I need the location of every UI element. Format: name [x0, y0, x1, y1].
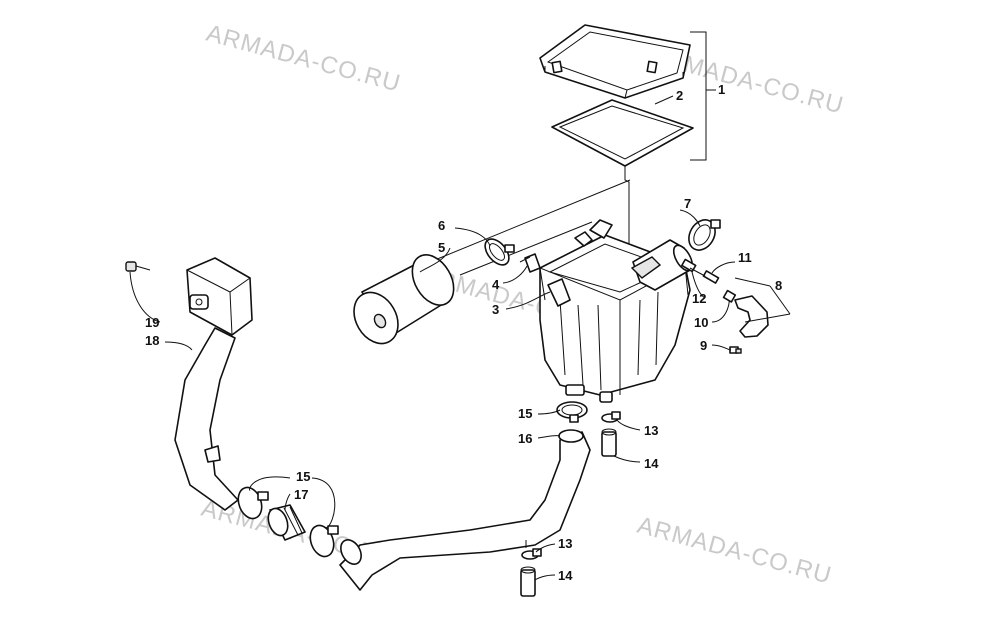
callout-8: 8: [775, 278, 782, 293]
callout-15-top: 15: [518, 406, 532, 421]
leader-4: [502, 265, 528, 284]
leader-13-upper: [616, 419, 641, 431]
hose-clamp-10: [722, 289, 737, 303]
leader-15-top: [537, 409, 561, 415]
callout-13-upper: 13: [644, 423, 658, 438]
callout-14-upper: 14: [644, 456, 659, 471]
screw-19: [125, 261, 151, 272]
leader-16: [537, 435, 561, 439]
hose-clamp-15-top: [556, 401, 588, 423]
leader-19: [129, 271, 161, 323]
bracket-1: [690, 31, 707, 161]
callout-14-lower: 14: [558, 568, 573, 583]
leader-7: [679, 209, 701, 227]
callout-7: 7: [684, 196, 691, 211]
filter-clamp: [484, 238, 515, 266]
bracket-8: [769, 285, 791, 315]
leader-2: [654, 95, 674, 105]
callout-2: 2: [676, 88, 683, 103]
intake-clamp: [688, 219, 721, 251]
callout-9: 9: [700, 338, 707, 353]
callout-4: 4: [492, 277, 500, 292]
callout-10: 10: [694, 315, 708, 330]
callout-15-left: 15: [296, 469, 310, 484]
callout-13-lower: 13: [558, 536, 572, 551]
callout-5: 5: [438, 240, 445, 255]
leader-10: [711, 299, 730, 323]
drain-fitting: [681, 258, 720, 284]
callout-17: 17: [294, 487, 308, 502]
callout-3: 3: [492, 302, 499, 317]
drain-tube-14-upper: [601, 428, 617, 457]
drain-tube-14-lower: [520, 566, 536, 597]
hose-plug-9: [729, 346, 742, 354]
leader-13-lower: [535, 543, 556, 553]
airbox-housing: [538, 219, 694, 403]
leader-15-left: [249, 476, 291, 491]
callout-11: 11: [738, 250, 752, 265]
leader-6: [454, 227, 491, 247]
leader-15-right: [311, 477, 336, 529]
callout-16: 16: [518, 431, 532, 446]
leader-9: [711, 344, 732, 351]
intake-tube: [174, 327, 239, 511]
airbox-cover: [539, 24, 691, 99]
callout-6: 6: [438, 218, 445, 233]
intake-resonator: [186, 257, 253, 336]
leader-11: [711, 261, 736, 274]
clip-part-4: [519, 253, 541, 273]
leader-17: [284, 493, 291, 511]
callout-1: 1: [718, 82, 725, 97]
clamp-13-lower: [521, 540, 542, 560]
callout-19: 19: [145, 315, 159, 330]
air-filter: [353, 254, 455, 345]
callout-12: 12: [692, 291, 706, 306]
centerline-filter: [459, 221, 593, 276]
vent-hose: [734, 295, 769, 338]
watermark-top-left: ARMADA-CO.RU: [203, 20, 403, 98]
coupler-17: [267, 504, 306, 541]
leader-14-lower: [534, 574, 556, 581]
leader-18: [164, 341, 193, 351]
outlet-tube: [339, 429, 591, 591]
hose-clamp-15-left: [237, 486, 269, 520]
leader-3: [505, 291, 551, 310]
leader-12: [691, 271, 706, 299]
callout-18: 18: [145, 333, 159, 348]
watermark-bottom-right: ARMADA-CO.RU: [634, 512, 834, 590]
leader-14-upper: [613, 455, 641, 463]
clamp-13-upper: [601, 411, 621, 423]
hose-clamp-15-right: [309, 524, 339, 558]
leader-5: [419, 247, 451, 273]
airbox-gasket: [551, 99, 694, 167]
